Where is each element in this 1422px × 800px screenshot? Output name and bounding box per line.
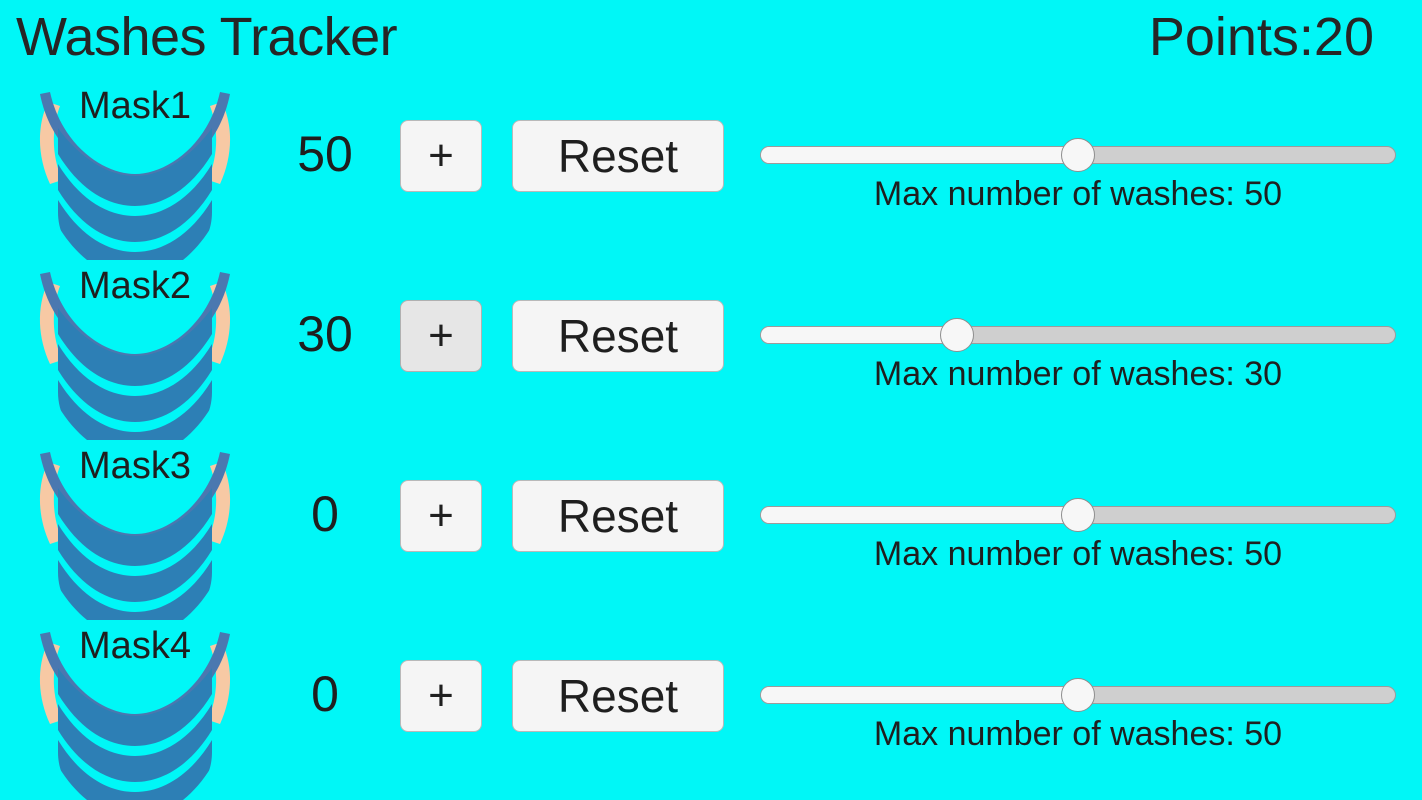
slider-track-fill (761, 507, 1078, 523)
mask-icon-cell: Mask1 (10, 80, 260, 260)
max-washes-label: Max number of washes: 50 (873, 715, 1283, 753)
max-washes-slider-1[interactable] (760, 138, 1396, 172)
face-mask-icon (39, 92, 231, 260)
mask-name-label: Mask3 (79, 445, 191, 487)
increment-button-3[interactable]: + (400, 480, 482, 552)
face-mask-icon (39, 272, 231, 440)
slider-thumb[interactable] (1061, 678, 1095, 712)
wash-count-value: 50 (297, 126, 353, 182)
mask-icon-cell: Mask3 (10, 440, 260, 620)
reset-button-4[interactable]: Reset (512, 660, 724, 732)
max-washes-slider-cell: Max number of washes: 50 (760, 620, 1400, 800)
max-washes-slider-cell: Max number of washes: 50 (760, 80, 1400, 260)
mask-row-3: Mask3 0 + Reset Max number of washes: 50 (0, 440, 1422, 620)
reset-button-1[interactable]: Reset (512, 120, 724, 192)
max-washes-slider-3[interactable] (760, 498, 1396, 532)
wash-count-value: 30 (297, 306, 353, 362)
max-washes-label: Max number of washes: 30 (873, 355, 1283, 393)
slider-track-fill (761, 327, 958, 343)
max-washes-label: Max number of washes: 50 (873, 175, 1283, 213)
slider-thumb[interactable] (1061, 498, 1095, 532)
reset-button-3[interactable]: Reset (512, 480, 724, 552)
increment-button-4[interactable]: + (400, 660, 482, 732)
face-mask-icon (39, 632, 231, 800)
slider-track-fill (761, 147, 1078, 163)
face-mask-icon (39, 452, 231, 620)
mask-name-label: Mask4 (79, 625, 191, 667)
points-counter: Points:20 (1148, 7, 1374, 67)
slider-track-fill (761, 687, 1078, 703)
mask-name-label: Mask1 (79, 85, 191, 127)
mask-name-label: Mask2 (79, 265, 191, 307)
mask-icon-cell: Mask4 (10, 620, 260, 800)
mask-row-2: Mask2 30 + Reset Max number of washes: 3… (0, 260, 1422, 440)
max-washes-slider-cell: Max number of washes: 30 (760, 260, 1400, 440)
slider-thumb[interactable] (940, 318, 975, 352)
slider-thumb[interactable] (1061, 138, 1095, 172)
mask-row-4: Mask4 0 + Reset Max number of washes: 50 (0, 620, 1422, 800)
mask-row-1: Mask1 50 + Reset Max number of washes: 5… (0, 80, 1422, 260)
increment-button-1[interactable]: + (400, 120, 482, 192)
app-header: Washes Tracker Points:20 (0, 0, 1422, 78)
increment-button-2[interactable]: + (400, 300, 482, 372)
reset-button-2[interactable]: Reset (512, 300, 724, 372)
wash-count-value: 0 (311, 486, 339, 542)
max-washes-slider-2[interactable] (760, 318, 1396, 352)
max-washes-slider-cell: Max number of washes: 50 (760, 440, 1400, 620)
slider-track[interactable] (760, 326, 1396, 344)
page-title: Washes Tracker (16, 7, 398, 67)
max-washes-slider-4[interactable] (760, 678, 1396, 712)
wash-count-value: 0 (311, 666, 339, 722)
mask-icon-cell: Mask2 (10, 260, 260, 440)
max-washes-label: Max number of washes: 50 (873, 535, 1283, 573)
